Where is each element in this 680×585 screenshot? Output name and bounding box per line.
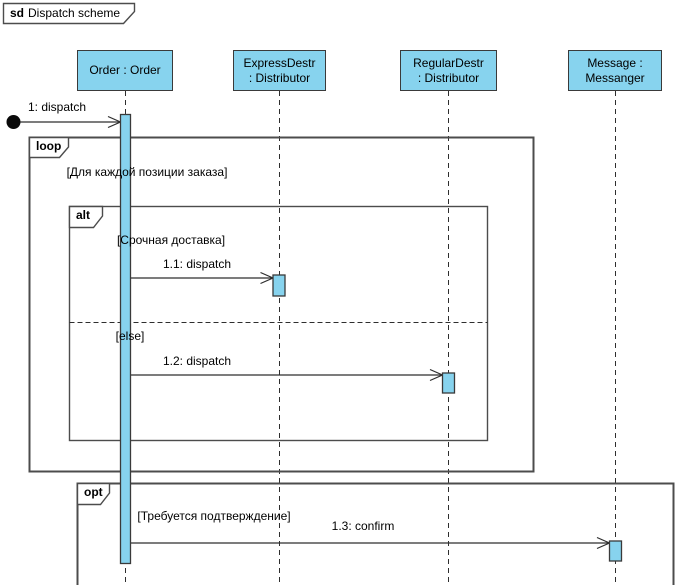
initial-node <box>6 115 21 129</box>
sd-keyword: sd <box>10 6 25 20</box>
alt-guard-else: [else] <box>115 329 145 343</box>
message-1-3-label: 1.3: confirm <box>331 519 395 533</box>
sd-frame-label-pentagon <box>2 2 136 25</box>
order-activation-bar <box>119 113 132 565</box>
opt-guard: [Требуется подтверждение] <box>137 509 291 523</box>
lifeline-head-expressdestr: ExpressDestr : Distributor <box>233 50 326 91</box>
alt-operator-label: alt <box>76 208 91 222</box>
message-activation-bar <box>608 540 623 562</box>
loop-operator-pentagon <box>28 136 70 159</box>
message-1-2-label: 1.2: dispatch <box>162 354 232 368</box>
express-activation-bar <box>272 274 286 297</box>
opt-operator-label: opt <box>84 485 103 499</box>
lifeline-head-message: Message : Messanger <box>568 50 662 91</box>
lifeline-message-name-line2: Messanger <box>585 70 645 85</box>
lifeline-message-name-line1: Message : <box>587 55 643 70</box>
loop-operator-label: loop <box>36 139 62 153</box>
alt-frame-border <box>68 205 489 442</box>
alt-guard-urgent: [Срочная доставка] <box>116 233 226 247</box>
lifeline-head-order: Order : Order <box>77 50 173 91</box>
diagram-title: Dispatch scheme <box>28 6 121 20</box>
regular-activation-bar <box>441 372 456 394</box>
loop-guard: [Для каждой позиции заказа] <box>66 165 228 179</box>
alt-operator-pentagon <box>68 205 104 229</box>
message-1-label: 1: dispatch <box>27 100 87 114</box>
loop-frame-border <box>28 136 535 473</box>
message-1-1-label: 1.1: dispatch <box>162 257 232 271</box>
opt-frame-border <box>76 482 675 585</box>
lifeline-express-name-line1: ExpressDestr <box>243 55 316 70</box>
opt-operator-pentagon <box>76 482 111 506</box>
lifeline-regular-name-line2: : Distributor <box>417 70 480 85</box>
lifeline-express-name-line2: : Distributor <box>248 70 311 85</box>
lifeline-order-name-line1: Order : Order <box>89 63 161 77</box>
lifeline-regular-name-line1: RegularDestr <box>413 55 484 70</box>
lifeline-head-regulardestr: RegularDestr : Distributor <box>400 50 497 91</box>
